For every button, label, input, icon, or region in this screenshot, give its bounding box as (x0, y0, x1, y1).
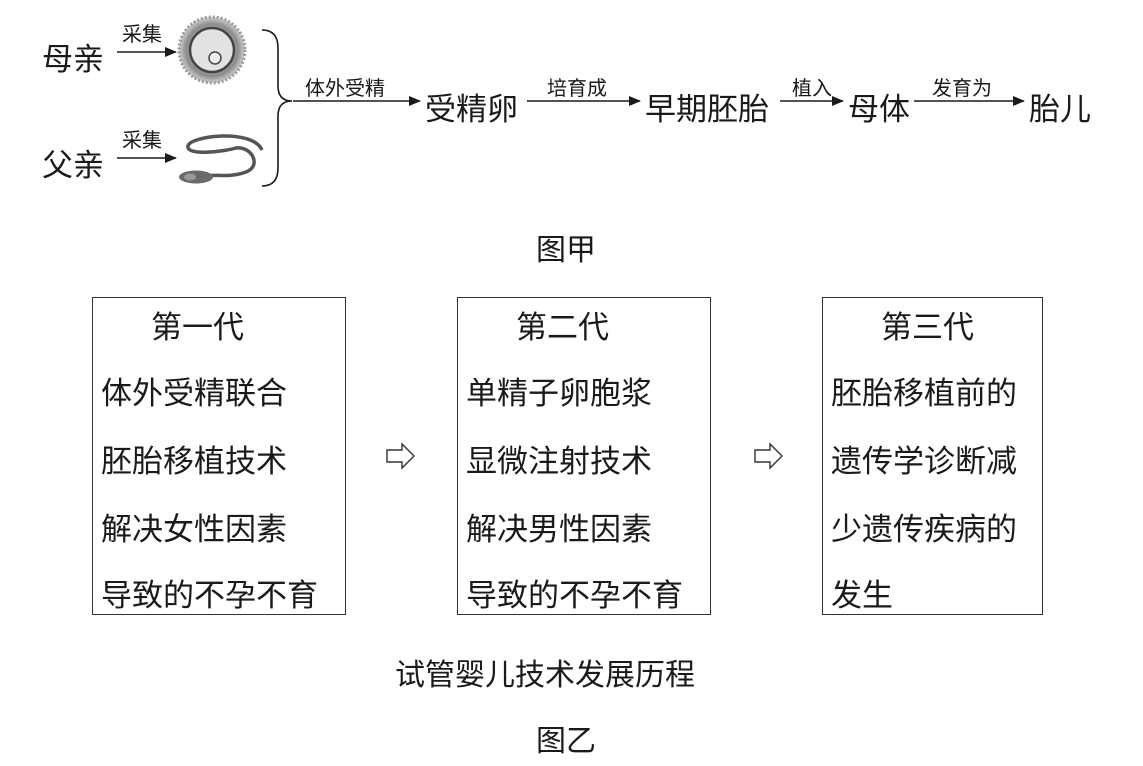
generation-title: 第三代 (881, 310, 974, 346)
generation-text-line: 显微注射技术 (466, 444, 652, 480)
generation-box-3: 第三代 胚胎移植前的 遗传学诊断减 少遗传疾病的 发生 (822, 297, 1043, 615)
sperm-cell-icon (179, 134, 264, 184)
implant-label: 植入 (792, 76, 832, 100)
generation-box-2: 第二代 单精子卵胞浆 显微注射技术 解决男性因素 导致的不孕不育 (457, 297, 711, 615)
merge-brace (261, 29, 293, 187)
maternal-body-label: 母体 (848, 92, 910, 128)
ivf-label: 体外受精 (305, 76, 385, 100)
figure-a-caption: 图甲 (536, 233, 596, 268)
fertilized-egg-label: 受精卵 (425, 92, 518, 128)
generation-title: 第一代 (151, 310, 244, 346)
generation-text-line: 胚胎移植技术 (101, 444, 287, 480)
generation-text-line: 胚胎移植前的 (831, 376, 1017, 412)
fetus-label: 胎儿 (1029, 92, 1091, 128)
collect-label-father: 采集 (122, 128, 162, 152)
generation-box-1: 第一代 体外受精联合 胚胎移植技术 解决女性因素 导致的不孕不育 (92, 297, 346, 615)
egg-cell-icon (177, 15, 247, 85)
generation-text-line: 发生 (831, 578, 893, 614)
develop-label: 发育为 (932, 76, 992, 100)
father-label: 父亲 (42, 148, 104, 184)
generation-title: 第二代 (516, 310, 609, 346)
generation-text-line: 单精子卵胞浆 (466, 376, 652, 412)
generation-text-line: 导致的不孕不育 (466, 578, 683, 614)
early-embryo-label: 早期胚胎 (645, 92, 769, 128)
generation-text-line: 少遗传疾病的 (831, 512, 1017, 548)
generation-text-line: 遗传学诊断减 (831, 444, 1017, 480)
generation-text-line: 导致的不孕不育 (101, 578, 318, 614)
cultivate-label: 培育成 (547, 76, 607, 100)
generation-text-line: 解决女性因素 (101, 512, 287, 548)
mother-label: 母亲 (42, 42, 104, 78)
figure-b-title: 试管婴儿技术发展历程 (395, 658, 695, 693)
hollow-right-arrow-icon (754, 442, 783, 470)
generation-text-line: 解决男性因素 (466, 512, 652, 548)
figure-b-caption: 图乙 (536, 724, 596, 759)
collect-label-mother: 采集 (122, 22, 162, 46)
hollow-right-arrow-icon (386, 442, 415, 470)
generation-text-line: 体外受精联合 (101, 376, 287, 412)
